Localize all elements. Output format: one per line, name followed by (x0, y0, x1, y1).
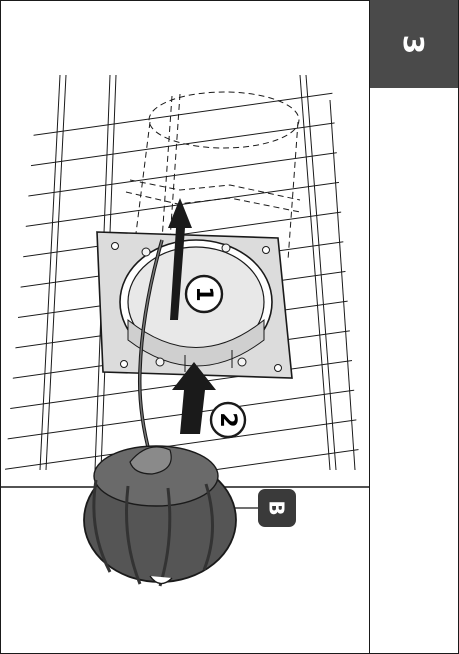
cap-plug-icon (83, 445, 237, 587)
part-label-b: B (258, 489, 296, 527)
cable-highlight (139, 239, 163, 456)
callout-1-label: 1 (191, 286, 216, 301)
part-label-b-text: B (265, 500, 289, 516)
step-number: 3 (397, 34, 431, 54)
callout-2: 2 (209, 401, 247, 439)
arrow-up-icon (172, 362, 216, 434)
arrow-up-icon (168, 198, 192, 320)
callout-2-label: 2 (215, 412, 240, 427)
callout-1: 1 (184, 274, 224, 314)
step-number-box: 3 (370, 0, 458, 88)
column-divider (369, 0, 370, 654)
installation-illustration: 1 2 (0, 74, 369, 587)
